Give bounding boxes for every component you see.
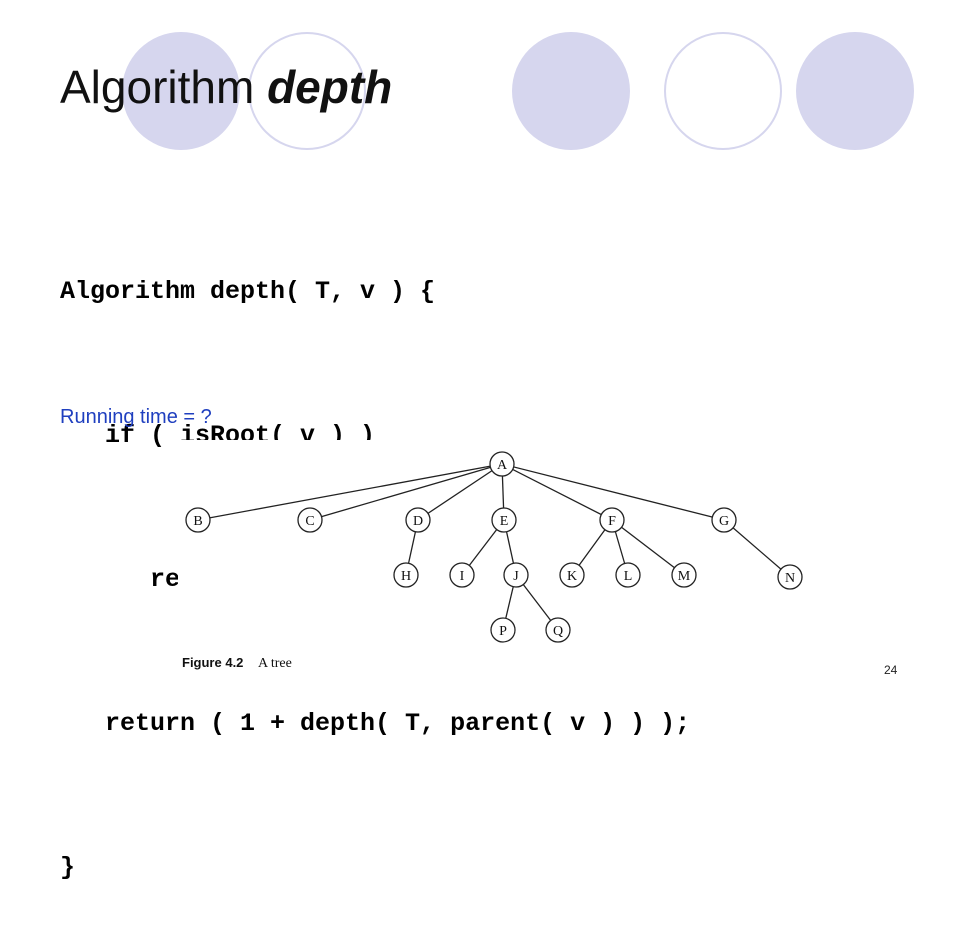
tree-node-K: K [559, 562, 585, 588]
figure-background [178, 440, 818, 685]
tree-node-circle [777, 564, 803, 590]
slide-title-emphasis: depth [267, 61, 393, 113]
tree-node-label: P [499, 624, 507, 639]
running-time-question: Running time = ? [60, 406, 212, 428]
tree-node-circle [711, 507, 737, 533]
decorative-circle-5 [796, 32, 914, 150]
page-number: 24 [884, 663, 898, 677]
tree-figure: A B C D E F G H I J K L M N P Q Figure 4.2 A tree [178, 440, 818, 685]
tree-node-circle [185, 507, 211, 533]
tree-node-label: A [497, 458, 508, 473]
tree-node-circle [489, 451, 515, 477]
code-line: Algorithm depth( T, v ) { [60, 277, 436, 306]
tree-node-circle [559, 562, 585, 588]
tree-node-circle [449, 562, 475, 588]
tree-node-L: L [615, 562, 641, 588]
code-line: return ( 1 + depth( T, parent( v ) ) ); [60, 709, 691, 738]
tree-edge-G-N [723, 519, 791, 578]
tree-node-label: E [500, 514, 509, 529]
tree-edge-A-D [417, 463, 503, 521]
tree-edge-A-G [501, 463, 725, 521]
figure-caption-label: Figure 4.2 [182, 655, 243, 670]
tree-node-A: A [489, 451, 515, 477]
tree-node-G: G [711, 507, 737, 533]
tree-node-circle [615, 562, 641, 588]
decorative-circle-2 [248, 32, 366, 150]
tree-node-I: I [449, 562, 475, 588]
tree-node-N: N [777, 564, 803, 590]
tree-node-P: P [490, 617, 516, 643]
tree-node-circle [393, 562, 419, 588]
decorative-circle-3 [512, 32, 630, 150]
tree-node-circle [503, 562, 529, 588]
tree-node-F: F [599, 507, 625, 533]
tree-node-D: D [405, 507, 431, 533]
tree-node-label: G [719, 514, 729, 529]
tree-node-label: M [678, 569, 691, 584]
tree-edge-F-M [611, 519, 685, 576]
tree-node-label: L [624, 569, 633, 584]
tree-node-B: B [185, 507, 211, 533]
slide-title: Algorithm depth [60, 60, 392, 114]
tree-node-circle [671, 562, 697, 588]
tree-node-label: H [401, 569, 411, 584]
tree-node-J: J [503, 562, 529, 588]
tree-node-label: N [785, 571, 795, 586]
tree-node-Q: Q [545, 617, 571, 643]
tree-node-E: E [491, 507, 517, 533]
decorative-circle-4 [664, 32, 782, 150]
tree-node-circle [490, 617, 516, 643]
slide-title-plain: Algorithm [60, 61, 268, 113]
code-line: } [60, 853, 76, 882]
figure-caption-text: A tree [258, 656, 292, 671]
tree-node-label: I [460, 569, 465, 584]
tree-node-H: H [393, 562, 419, 588]
tree-node-C: C [297, 507, 323, 533]
decorative-circle-1 [122, 32, 240, 150]
tree-node-circle [297, 507, 323, 533]
tree-node-label: D [413, 514, 423, 529]
tree-diagram: A B C D E F G H I J K L M N P Q Figure 4.2 A tree [178, 440, 818, 685]
tree-node-M: M [671, 562, 697, 588]
tree-edge-A-C [309, 463, 503, 521]
tree-node-label: F [608, 514, 616, 529]
tree-node-label: B [193, 514, 202, 529]
tree-node-label: C [305, 514, 314, 529]
tree-node-label: Q [553, 624, 563, 639]
tree-node-circle [405, 507, 431, 533]
tree-node-circle [545, 617, 571, 643]
tree-edge-A-B [197, 463, 503, 521]
tree-node-circle [599, 507, 625, 533]
tree-node-label: K [567, 569, 577, 584]
tree-edge-A-F [501, 463, 613, 521]
tree-node-label: J [513, 569, 519, 584]
tree-node-circle [491, 507, 517, 533]
